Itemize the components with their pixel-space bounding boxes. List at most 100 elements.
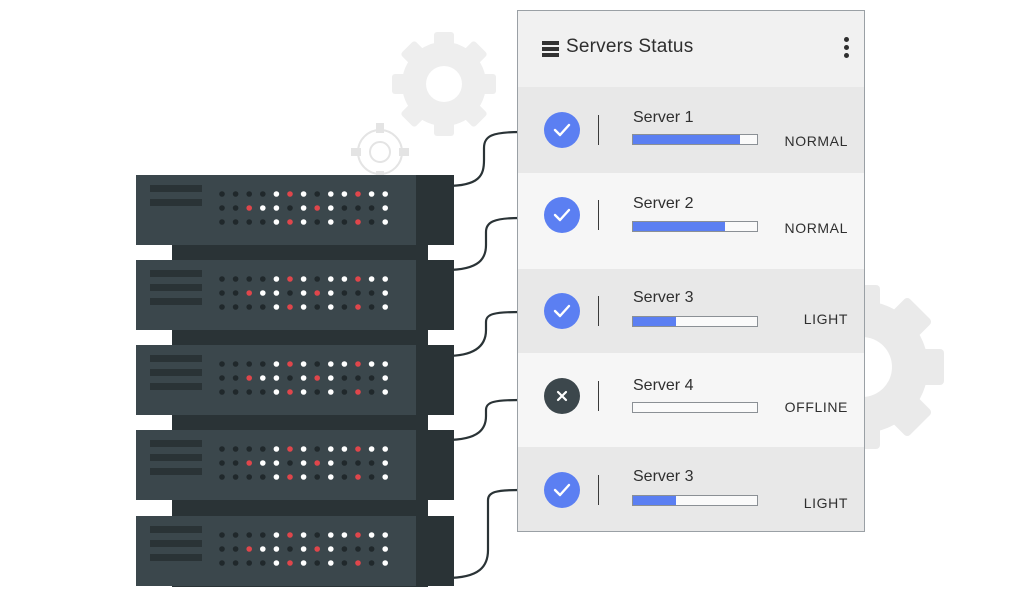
server-unit: [136, 175, 454, 245]
status-led: [260, 460, 266, 466]
load-bar: [632, 316, 758, 327]
status-led: [382, 191, 389, 197]
small-gear-icon: [351, 123, 409, 181]
status-label: OFFLINE: [784, 399, 848, 415]
status-led: [341, 474, 348, 480]
status-led: [341, 532, 348, 538]
server-row-4[interactable]: Server 4 OFFLINE: [518, 353, 864, 447]
status-led: [287, 532, 293, 538]
status-led: [219, 532, 225, 538]
status-led: [382, 304, 389, 310]
status-led: [260, 276, 266, 282]
status-led: [273, 304, 280, 310]
status-led: [260, 375, 266, 381]
status-led: [219, 304, 225, 310]
status-led: [368, 460, 375, 466]
status-led: [232, 290, 239, 296]
status-led: [260, 532, 266, 538]
check-icon: [544, 112, 580, 148]
status-led: [355, 205, 361, 211]
status-led: [246, 290, 252, 296]
server-stack-icon: [542, 41, 559, 58]
status-led: [328, 276, 334, 282]
status-led: [287, 276, 293, 282]
status-led: [260, 219, 266, 225]
status-led: [287, 205, 293, 211]
status-led: [232, 460, 239, 466]
status-led: [287, 474, 293, 480]
status-led: [341, 460, 348, 466]
status-led: [314, 205, 321, 211]
status-led: [368, 276, 375, 282]
status-led: [246, 219, 252, 225]
panel-header: Servers Status: [518, 11, 864, 87]
status-led: [328, 460, 334, 466]
status-led: [219, 205, 225, 211]
status-led: [382, 560, 389, 566]
status-led: [368, 375, 375, 381]
status-led: [355, 290, 361, 296]
status-led: [328, 219, 334, 225]
status-led: [232, 219, 239, 225]
server-name: Server 3: [633, 468, 694, 485]
status-led: [382, 375, 389, 381]
status-led: [300, 446, 307, 452]
status-led: [219, 446, 225, 452]
status-led: [246, 446, 252, 452]
status-led: [246, 304, 252, 310]
status-led: [300, 389, 307, 395]
status-led: [246, 375, 252, 381]
status-led: [341, 546, 348, 552]
status-led: [232, 191, 239, 197]
status-led: [219, 361, 225, 367]
status-led: [260, 205, 266, 211]
status-led: [273, 546, 280, 552]
status-led: [219, 276, 225, 282]
row-divider: [598, 475, 599, 505]
server-row-3[interactable]: Server 3 LIGHT: [518, 269, 864, 353]
status-led: [232, 474, 239, 480]
status-led: [273, 375, 280, 381]
status-led: [314, 546, 321, 552]
status-led: [382, 474, 389, 480]
status-led: [287, 361, 293, 367]
status-led: [368, 219, 375, 225]
status-led: [300, 460, 307, 466]
server-rack: [136, 175, 454, 587]
server-row-1[interactable]: Server 1 NORMAL: [518, 87, 864, 173]
status-led: [219, 191, 225, 197]
check-icon: [544, 472, 580, 508]
row-divider: [598, 200, 599, 230]
server-unit: [136, 430, 454, 500]
row-divider: [598, 381, 599, 411]
status-led: [260, 361, 266, 367]
status-led: [273, 219, 280, 225]
status-led: [314, 460, 321, 466]
status-led: [355, 460, 361, 466]
status-led: [368, 389, 375, 395]
status-led: [232, 389, 239, 395]
status-led: [287, 304, 293, 310]
status-led: [300, 532, 307, 538]
status-led: [328, 290, 334, 296]
server-row-5[interactable]: Server 3 LIGHT: [518, 447, 864, 531]
status-led: [314, 375, 321, 381]
status-led: [355, 446, 361, 452]
status-led: [273, 532, 280, 538]
kebab-menu-icon[interactable]: [844, 37, 850, 59]
load-bar-fill: [633, 222, 725, 231]
status-led: [246, 389, 252, 395]
status-led: [314, 276, 321, 282]
status-led: [314, 446, 321, 452]
status-led: [273, 389, 280, 395]
status-led: [287, 375, 293, 381]
server-row-2[interactable]: Server 2 NORMAL: [518, 173, 864, 269]
status-led: [328, 191, 334, 197]
status-led: [314, 532, 321, 538]
status-led: [341, 276, 348, 282]
status-led: [314, 474, 321, 480]
status-led: [300, 546, 307, 552]
status-led: [232, 546, 239, 552]
status-led: [219, 474, 225, 480]
status-led: [314, 389, 321, 395]
